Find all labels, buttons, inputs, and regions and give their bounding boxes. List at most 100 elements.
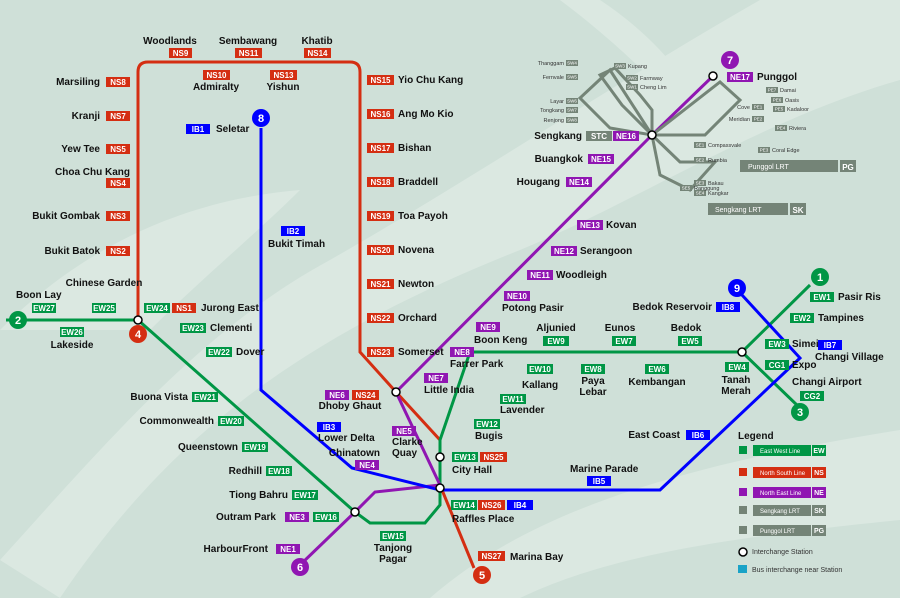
station-eunos: Eunos [605,323,636,334]
lrt-pe-code-box [775,125,787,131]
code-ns5: NS5 [110,145,126,154]
station-marinabay: Marina Bay [510,552,564,563]
station-bedokreservoir: Bedok Reservoir [633,302,713,313]
code-ne9: NE9 [480,323,496,332]
code-ns13: NS13 [273,71,294,80]
code-ne3: NE3 [289,513,305,522]
station-dover: Dover [236,347,264,358]
legend-code-box [812,445,826,456]
lrt-pe-code-box [773,106,785,112]
code-ns15: NS15 [370,76,391,85]
code-ns16: NS16 [370,110,391,119]
code-ns18: NS18 [370,178,391,187]
lrt-sw-code-box [566,74,578,80]
lrt-se-code: SE2 [696,158,705,163]
code-ew24: EW24 [146,304,168,313]
station-marsiling: Marsiling [56,77,100,88]
station-clarkequay-1: Clarke [392,437,423,448]
lrt-sw-code: SW4 [567,61,577,66]
code-ew14: EW14 [453,501,475,510]
ns-line [136,60,476,569]
code-ib2: IB2 [287,227,300,236]
station-braddell: Braddell [398,177,438,188]
station-buonavista: Buona Vista [130,392,188,403]
station-bedok: Bedok [671,323,702,334]
station-sengkang: Sengkang [534,131,582,142]
code-ew2: EW2 [793,314,811,323]
code-ns20: NS20 [370,246,391,255]
station-novena: Novena [398,245,435,256]
sengkang-code: SK [792,206,803,215]
station-clementi: Clementi [210,323,252,334]
station-commonwealth: Commonwealth [140,416,214,427]
code-ne6: NE6 [329,391,345,400]
lrt-se-code-box [694,180,706,186]
legend-item-label: Punggol LRT [760,529,795,535]
code-ew10: EW10 [529,365,551,374]
punggol-code: PG [842,163,854,172]
ib-stations: IB1 Seletar IB2 Bukit Timah IB3 Lower De… [186,124,884,510]
code-ne12: NE12 [554,247,575,256]
lrt-pe-name: Riviera [789,126,807,132]
code-ns19: NS19 [370,212,391,221]
sengkang-lrt-label: Sengkang LRT [715,207,762,214]
station-chinesegarden: Chinese Garden [66,278,143,289]
station-pasirris: Pasir Ris [838,292,881,303]
code-ne14: NE14 [569,178,590,187]
lrt-sw-name: Thanggam [538,61,565,67]
station-aljunied: Aljunied [536,323,575,334]
station-yishun: Yishun [267,82,300,93]
sengkang-code-box [790,203,806,215]
punggol-code-box [840,160,856,172]
station-lakeside: Lakeside [51,340,94,351]
lrt-pi-name: Cove [737,105,750,111]
code-ew16: EW16 [315,513,337,522]
code-ew25: EW25 [93,304,115,313]
station-payalebar-2: Lebar [579,387,606,398]
line-3-number: 3 [797,407,803,419]
lrt-sw-code-box [566,60,578,66]
code-ew21: EW21 [194,393,216,402]
lrt-se-code-box [694,190,706,196]
code-ns14: NS14 [307,49,328,58]
station-sembawang: Sembawang [219,36,277,47]
legend-item-label: North East Line [760,491,802,497]
station-harbourfront: HarbourFront [204,544,269,555]
code-cg2: CG2 [804,392,821,401]
station-boonlay: Boon Lay [16,290,62,301]
lrt-pe-name: Kadaloor [787,107,809,113]
station-bukittimah: Bukit Timah [268,239,325,250]
station-angmokio: Ang Mo Kio [398,109,454,120]
station-seletar: Seletar [216,124,249,135]
code-ew18: EW18 [268,467,290,476]
code-ne5: NE5 [396,427,412,436]
lrt-sw-code-box [566,107,578,113]
code-ew23: EW23 [182,324,204,333]
lrt-swi-name: Cheng Lim [640,85,667,91]
station-kembangan: Kembangan [628,377,685,388]
code-ns23: NS23 [370,348,391,357]
lrt-sw-name: Layar [550,99,564,105]
station-clarkequay-2: Quay [392,448,417,459]
station-punggol: Punggol [757,72,797,83]
punggol-lrt-label: Punggol LRT [748,164,789,171]
code-ne1: NE1 [280,545,296,554]
station-queenstown: Queenstown [178,442,238,453]
station-changivillage: Changi Village [815,352,884,363]
legend-item-label: Sengkang LRT [760,509,800,515]
lrt-sw-code-box [566,117,578,123]
code-ne11: NE11 [530,271,550,280]
station-lavender: Lavender [500,405,545,416]
station-simei: Simei [792,339,819,350]
lrt-pi-code-box [752,104,764,110]
code-ns21: NS21 [370,280,391,289]
lrt-swi-code: SW3 [615,64,625,69]
code-ns27: NS27 [481,552,502,561]
lrt-swi-code: SW1 [627,85,637,90]
lrt-pe-name: Coral Edge [772,148,800,154]
station-marineparade: Marine Parade [570,464,639,475]
station-payalebar-1: Paya [581,376,605,387]
line-6-number: 6 [297,562,303,574]
code-ew12: EW12 [476,420,498,429]
